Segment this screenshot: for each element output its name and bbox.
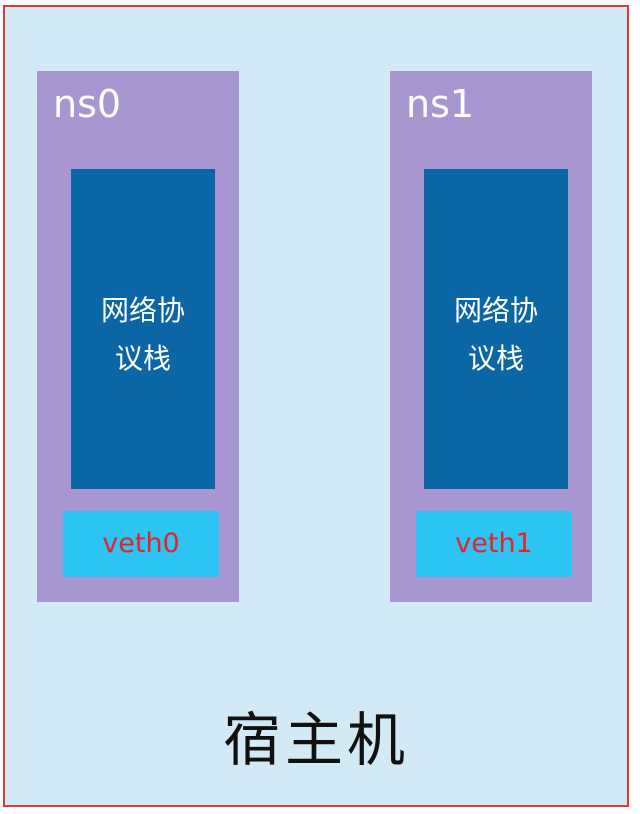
network-stack-label-line2: 议栈 <box>114 342 171 375</box>
network-stack-label-line2: 议栈 <box>467 342 524 375</box>
network-stack: 网络协 议栈 <box>71 169 215 489</box>
veth-interface: veth0 <box>63 511 219 577</box>
veth-label: veth0 <box>102 528 180 559</box>
network-stack-label: 网络协 议栈 <box>424 287 568 383</box>
network-stack-label-line1: 网络协 <box>453 294 538 327</box>
namespace-ns0: ns0 网络协 议栈 veth0 <box>37 71 239 602</box>
network-stack-label-line1: 网络协 <box>100 294 185 327</box>
namespace-label: ns0 <box>53 82 122 126</box>
namespace-ns1: ns1 网络协 议栈 veth1 <box>390 71 592 602</box>
veth-label: veth1 <box>455 528 533 559</box>
namespace-label: ns1 <box>406 82 475 126</box>
network-stack: 网络协 议栈 <box>424 169 568 489</box>
network-stack-label: 网络协 议栈 <box>71 287 215 383</box>
veth-interface: veth1 <box>416 511 572 577</box>
host-machine: ns0 网络协 议栈 veth0 ns1 网络协 议栈 veth1 宿主机 <box>3 5 629 807</box>
host-label: 宿主机 <box>222 706 409 774</box>
